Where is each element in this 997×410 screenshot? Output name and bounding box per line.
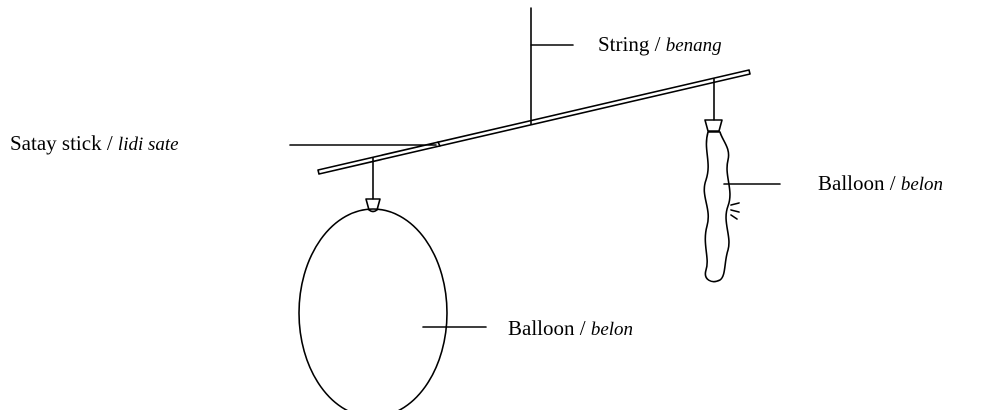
- string-label-en: String: [598, 32, 650, 56]
- inflated-balloon-knot: [365, 198, 381, 213]
- string-label: String / benang: [598, 32, 722, 58]
- inflated-balloon-label-ms: belon: [590, 319, 634, 340]
- deflated-balloon-label: Balloon / belon: [818, 171, 943, 197]
- inflated-balloon: [298, 208, 448, 410]
- satay-stick: [317, 69, 751, 175]
- satay-stick-label: Satay stick / lidi sate: [10, 131, 179, 157]
- inflated-balloon-label-sep: /: [574, 316, 591, 340]
- satay-stick-mark: [437, 141, 441, 147]
- deflation-mark: [730, 202, 740, 220]
- deflated-balloon: [703, 131, 731, 283]
- inflated-balloon-label-en: Balloon: [508, 316, 575, 340]
- satay-stick-label-sep: /: [101, 131, 118, 155]
- deflated-balloon-label-ms: belon: [900, 174, 944, 195]
- string-label-ms: benang: [665, 35, 722, 56]
- satay-stick-label-en: Satay stick: [10, 131, 102, 155]
- deflated-balloon-label-en: Balloon: [818, 171, 885, 195]
- string-label-sep: /: [649, 32, 666, 56]
- deflated-balloon-knot: [704, 119, 723, 132]
- inflated-balloon-label: Balloon / belon: [508, 316, 633, 342]
- deflated-balloon-label-sep: /: [884, 171, 901, 195]
- satay-stick-label-ms: lidi sate: [117, 134, 179, 155]
